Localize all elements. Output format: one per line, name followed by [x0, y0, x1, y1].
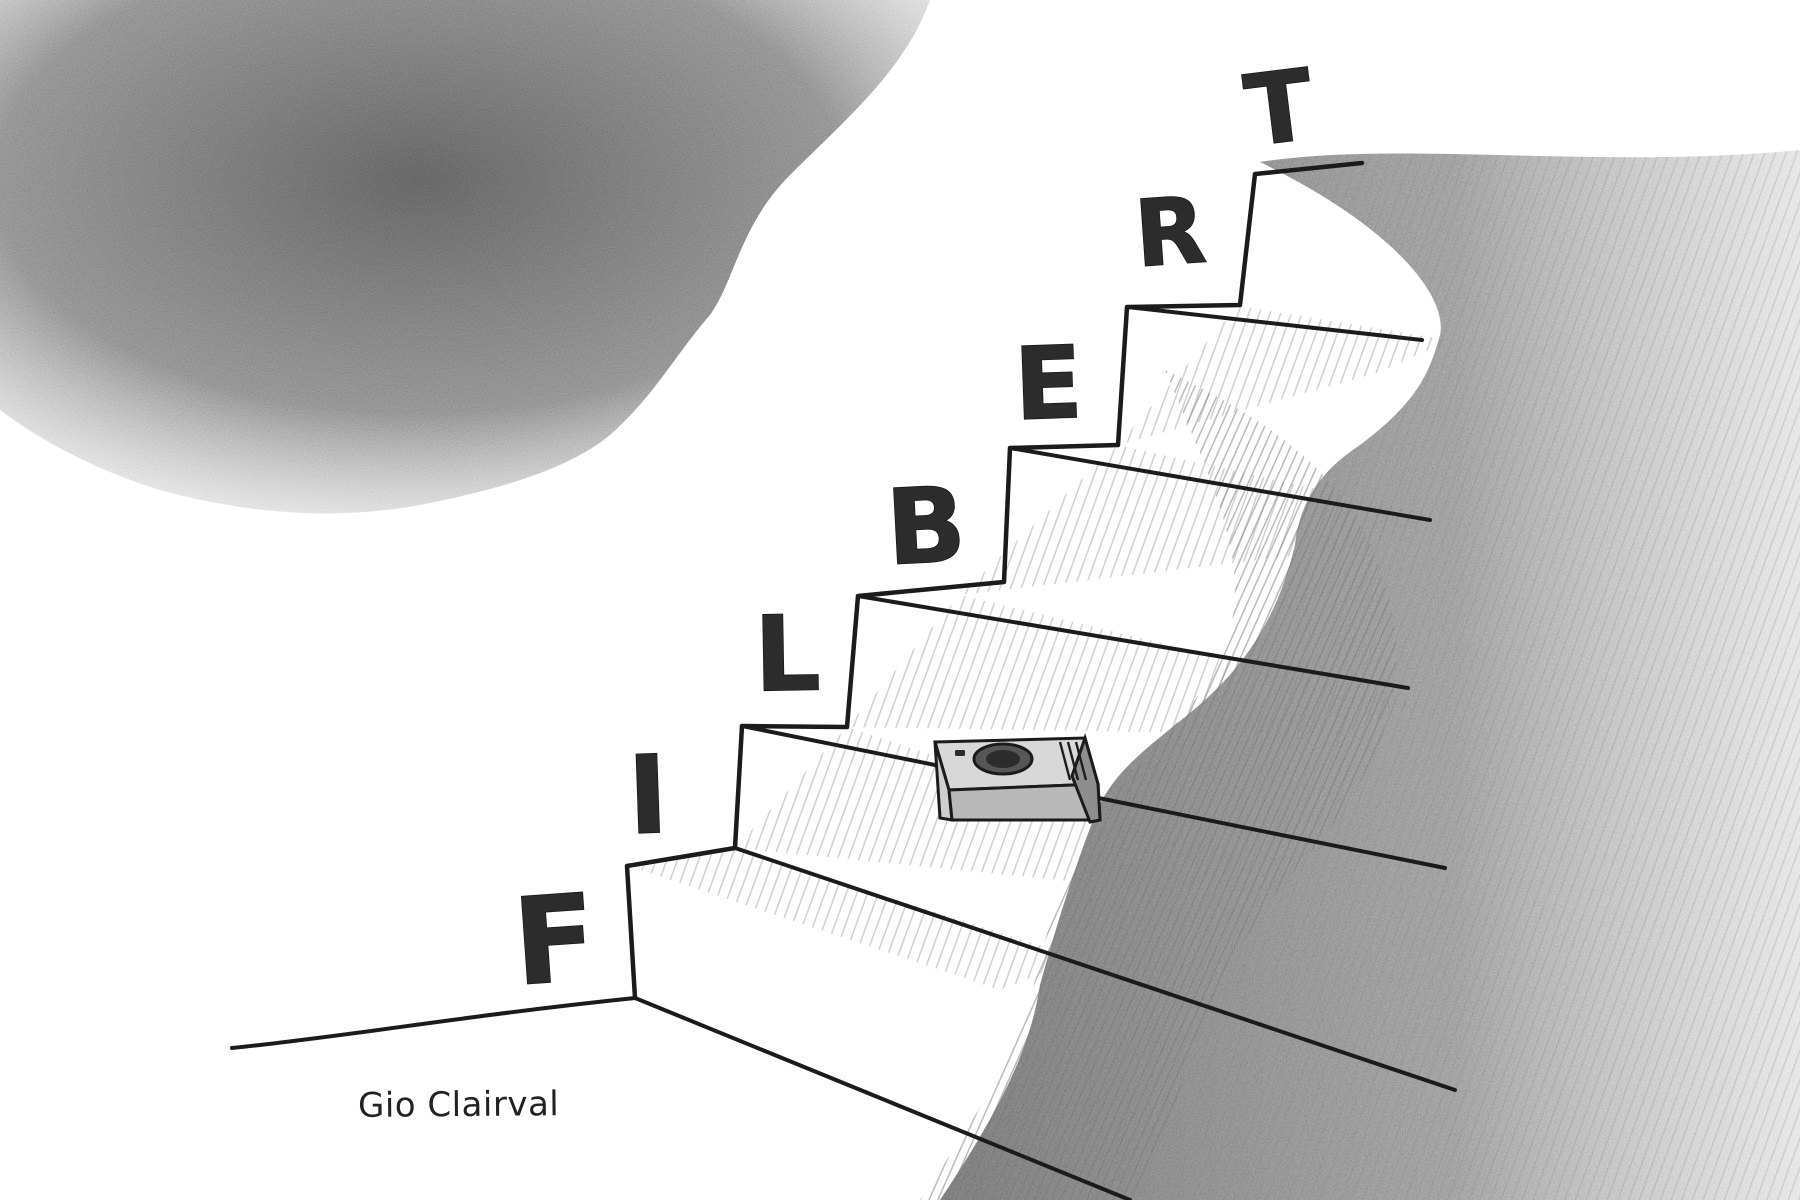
- letter-f: F: [509, 869, 600, 1013]
- tread-3: [847, 595, 1418, 735]
- riser-line-5: [1008, 446, 1432, 522]
- inner-shadow-band: [920, 370, 1397, 1200]
- box-shadow-hatching: [1058, 741, 1088, 781]
- letter-i: I: [626, 733, 671, 859]
- tread-1: [635, 848, 1080, 990]
- letter-l: L: [753, 592, 821, 715]
- tread-5: [1118, 306, 1450, 445]
- letter-r: R: [1131, 177, 1209, 289]
- riser-line-2: [733, 846, 1457, 1092]
- ground-line: [230, 996, 637, 1050]
- small-box-object: [933, 732, 1102, 824]
- upper-left-shadow: [0, 0, 930, 514]
- letter-e: E: [1012, 324, 1084, 443]
- riser-line-1: [633, 996, 1132, 1200]
- box-lens-inner: [986, 750, 1020, 768]
- letter-t: T: [1239, 48, 1319, 169]
- artist-signature: Gio Clairval: [357, 1084, 560, 1126]
- step-treads: [635, 306, 1450, 990]
- step-letters: F I L B E R T: [508, 48, 1320, 1014]
- box-button: [955, 750, 965, 756]
- riser-line-4: [856, 594, 1410, 690]
- tread-4: [960, 445, 1435, 595]
- letter-b: B: [883, 463, 969, 589]
- riser-line-6: [1125, 305, 1424, 342]
